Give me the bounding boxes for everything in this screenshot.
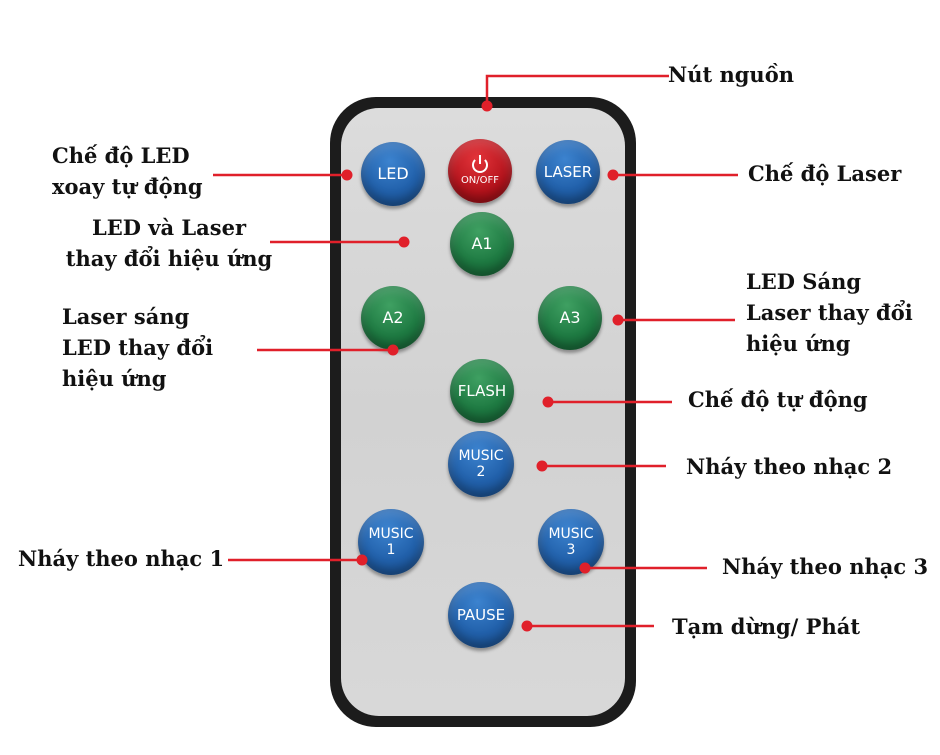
led_rotate-callout-label: Chế độ LED xoay tự động <box>52 140 203 202</box>
a3-callout-line: LED Sáng <box>746 269 862 294</box>
power-leader-dot <box>481 100 493 112</box>
music2-callout-line: Nháy theo nhạc 2 <box>686 454 893 479</box>
a2-callout-line: hiệu ứng <box>62 366 167 391</box>
a3-button[interactable]: A3 <box>538 286 602 350</box>
pause-button[interactable]: PAUSE <box>448 582 514 648</box>
music2-callout-label: Nháy theo nhạc 2 <box>686 451 892 482</box>
led_rotate-leader-dot <box>341 169 353 181</box>
music2-button-label: 2 <box>476 464 486 480</box>
a3-callout-line: hiệu ứng <box>746 331 851 356</box>
music1-button-label: 1 <box>386 542 396 558</box>
a2-button-label: A2 <box>382 308 404 327</box>
led-button-label: LED <box>377 164 409 183</box>
power-button-label: ON/OFF <box>460 175 500 186</box>
laser-button[interactable]: LASER <box>536 140 600 204</box>
a1-button-label: A1 <box>471 234 493 253</box>
a1-button[interactable]: A1 <box>450 212 514 276</box>
music3-callout-label: Nháy theo nhạc 3 <box>722 551 928 582</box>
a2-leader-dot <box>387 344 399 356</box>
music1-leader-dot <box>356 554 368 566</box>
a1-callout-line: LED và Laser <box>91 215 247 240</box>
a1-callout-label: LED và Laser thay đổi hiệu ứng <box>60 212 278 274</box>
pause-leader-dot <box>521 620 533 632</box>
power-callout-label: Nút nguồn <box>668 59 794 90</box>
pause-button-label: PAUSE <box>456 605 506 624</box>
a3-button-label: A3 <box>559 308 581 327</box>
laser-button-label: LASER <box>543 162 593 181</box>
a1-callout-line: thay đổi hiệu ứng <box>65 246 273 271</box>
music1-callout-line: Nháy theo nhạc 1 <box>18 546 225 571</box>
flash-callout-line: Chế độ tự động <box>688 387 868 412</box>
flash-callout-label: Chế độ tự động <box>688 384 868 415</box>
a3-callout-line: Laser thay đổi <box>746 300 913 325</box>
pause-callout-label: Tạm dừng/ Phát <box>672 611 860 642</box>
music2-button-label: MUSIC <box>458 448 504 464</box>
music3-callout-line: Nháy theo nhạc 3 <box>722 554 929 579</box>
music3-button-label: MUSIC <box>548 526 594 542</box>
music2-leader-dot <box>536 460 548 472</box>
led-button[interactable]: LED <box>361 142 425 206</box>
flash-button[interactable]: FLASH <box>450 359 514 423</box>
power-callout-line: Nút nguồn <box>668 62 794 87</box>
led_rotate-callout-line: xoay tự động <box>52 174 203 199</box>
flash-button-label: FLASH <box>457 381 507 400</box>
a3-leader-dot <box>612 314 624 326</box>
music3-button-label: 3 <box>566 542 576 558</box>
music3-leader-dot <box>579 562 591 574</box>
a2-callout-line: Laser sáng <box>62 304 190 329</box>
laser_mode-leader-dot <box>607 169 619 181</box>
power-leader-line <box>485 74 669 106</box>
power-icon <box>472 155 488 173</box>
pause-callout-line: Tạm dừng/ Phát <box>672 614 861 639</box>
a2-button[interactable]: A2 <box>361 286 425 350</box>
music1-button-label: MUSIC <box>368 526 414 542</box>
music1-callout-label: Nháy theo nhạc 1 <box>18 543 224 574</box>
a2-callout-line: LED thay đổi <box>62 335 214 360</box>
laser_mode-callout-line: Chế độ Laser <box>748 161 902 186</box>
led_rotate-callout-line: Chế độ LED <box>52 143 190 168</box>
power-button[interactable]: ON/OFF <box>448 139 512 203</box>
flash-leader-dot <box>542 396 554 408</box>
a1-leader-dot <box>398 236 410 248</box>
laser_mode-callout-label: Chế độ Laser <box>748 158 901 189</box>
